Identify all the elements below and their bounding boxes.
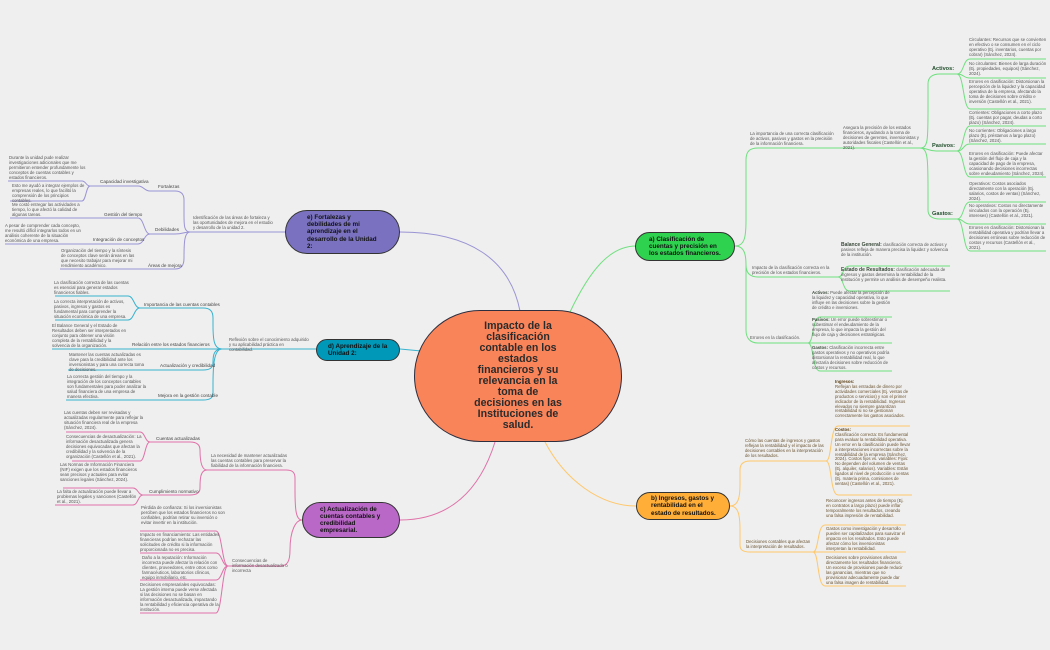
- a-errores-item[interactable]: Gastos: Clasificación incorrecta entre g…: [812, 345, 894, 371]
- item-text: clasificación correcta de activos y pasi…: [841, 242, 949, 257]
- c-cumplimiento-item[interactable]: Las Normas de Información Financiera (NI…: [60, 462, 137, 482]
- d-mejora-label[interactable]: Mejora en la gestión contable: [158, 393, 219, 398]
- a-pasivos-item[interactable]: Corrientes: Obligaciones a corto plazo (…: [969, 110, 1042, 125]
- e-capacidad-item[interactable]: Durante la unidad pude realizar investig…: [9, 155, 86, 180]
- branch-c-connectors: [55, 431, 496, 614]
- d-relacion-label[interactable]: Relación entre los estados financieros: [132, 342, 210, 347]
- b-decisiones-label[interactable]: Decisiones contables que afectan la inte…: [746, 539, 811, 549]
- branch-e-connectors: [5, 180, 521, 312]
- d-actualizacion-label[interactable]: Actualización y credibilidad: [160, 363, 216, 368]
- item-label: Ingresos:: [835, 379, 855, 384]
- branch-b-connectors: [544, 425, 912, 587]
- c-consecuencias-label[interactable]: Consecuencias de información desactualiz…: [232, 558, 288, 573]
- c-consecuencias-item[interactable]: Impacto en financiamiento: Las entidades…: [140, 532, 220, 552]
- e-gestion-text[interactable]: Me costó entregar las actividades a tiem…: [12, 202, 80, 217]
- topic-b-title: b) Ingresos, gastos y rentabilidad en el…: [651, 495, 716, 517]
- c-cuentas-item[interactable]: Las cuentas deben ser revisadas y actual…: [64, 410, 144, 430]
- e-capacidad-label[interactable]: Capacidad investigativa: [100, 179, 149, 184]
- a-errores-label[interactable]: Errores en la clasificación.: [750, 335, 801, 340]
- c-consecuencias-item[interactable]: Pérdida de confianza: Si los inversionis…: [141, 505, 225, 525]
- item-text: Clasificación correcta: Es fundamental p…: [835, 431, 911, 486]
- a-gastos-item[interactable]: Errores en clasificación: Distorsionan l…: [969, 225, 1046, 250]
- d-importancia-item[interactable]: La correcta interpretación de activos, p…: [54, 299, 127, 319]
- item-text: Reflejan las entradas de dinero por acti…: [835, 383, 909, 419]
- d-importancia-label[interactable]: Importancia de las cuentas contables: [144, 302, 220, 307]
- a-errores-item[interactable]: Activos: Puede afectar la percepción de …: [812, 290, 894, 311]
- item-label: Activos:: [812, 290, 829, 295]
- item-text: Puede afectar la percepción de la liquid…: [812, 290, 891, 310]
- item-label: Estado de Resultados:: [841, 267, 895, 273]
- b-como-label[interactable]: Cómo las cuentas de ingresos y gastos re…: [745, 438, 824, 458]
- d-mejora-item[interactable]: La correcta gestión del tiempo y la inte…: [67, 374, 147, 399]
- b-decisiones-item[interactable]: Decisiones sobre provisiones afectan dir…: [826, 555, 903, 585]
- c-consecuencias-item[interactable]: Decisiones empresariales equivocadas: La…: [140, 582, 219, 612]
- a-activos-item[interactable]: Errores en clasificación: Distorsionan l…: [969, 79, 1045, 104]
- central-topic[interactable]: Impacto de la clasificación contable en …: [414, 310, 622, 442]
- e-integracion-text[interactable]: A pesar de comprender cada concepto, me …: [5, 223, 81, 243]
- c-cumplimiento-item[interactable]: La falta de actualización puede llevar a…: [57, 489, 137, 504]
- b-decisiones-item[interactable]: Gastos como investigación y desarrollo p…: [826, 526, 906, 551]
- c-cuentas-item[interactable]: Consecuencias de desactualización: La in…: [66, 434, 142, 459]
- e-areas-text[interactable]: Organización del tiempo y la síntesis de…: [61, 248, 135, 268]
- c-consecuencias-item[interactable]: Daño a la reputación: Información incorr…: [142, 555, 218, 580]
- a-gastos-label[interactable]: Gastos:: [932, 211, 953, 217]
- e-areas-label[interactable]: Áreas de mejora: [148, 263, 182, 268]
- item-label: Pasivos:: [812, 317, 830, 322]
- branch-a-connectors: [569, 58, 1046, 372]
- a-errores-item[interactable]: Pasivos: Un error puede sobrestimar o su…: [812, 317, 894, 338]
- e-debilidades-label[interactable]: Debilidades: [155, 227, 180, 232]
- a-asegura[interactable]: Asegura la precisión de los estados fina…: [843, 125, 919, 150]
- a-pasivos-label[interactable]: Pasivos:: [932, 143, 956, 149]
- a-gastos-item[interactable]: No operativos: Costos no directamente vi…: [969, 203, 1044, 218]
- a-pasivos-item[interactable]: No corrientes: Obligaciones a largo plaz…: [969, 128, 1037, 143]
- a-impacto-item[interactable]: Balance General: clasificación correcta …: [841, 242, 949, 258]
- item-text: Un error puede sobrestimar o subestimar …: [812, 317, 888, 337]
- d-importancia-item[interactable]: La clasificación correcta de las cuentas…: [54, 280, 129, 295]
- topic-d-title: d) Aprendizaje de la Unidad 2:: [328, 342, 388, 357]
- a-importancia[interactable]: La importancia de una correcta clasifica…: [750, 131, 834, 146]
- item-label: Balance General:: [841, 242, 882, 248]
- item-label: Gastos:: [812, 345, 828, 350]
- c-cuentas-label[interactable]: Cuentas actualizadas: [156, 436, 200, 441]
- e-capacidad-item[interactable]: Esto me ayudó a integrar ejemplos de emp…: [12, 183, 85, 203]
- e-integracion-label[interactable]: Integración de conceptos: [93, 237, 145, 242]
- a-activos-label[interactable]: Activos:: [932, 66, 955, 72]
- item-text: clasificación adecuada de ingresos y gas…: [841, 267, 947, 282]
- item-label: Costos:: [835, 427, 851, 432]
- a-activos-item[interactable]: Circulantes: Recursos que se convierten …: [969, 37, 1047, 57]
- c-necesidad[interactable]: La necesidad de mantener actualizadas la…: [211, 453, 287, 468]
- b-ingresos[interactable]: Ingresos:Reflejan las entradas de dinero…: [835, 379, 911, 419]
- e-gestion-label[interactable]: Gestión del tiempo: [104, 212, 143, 217]
- topic-b[interactable]: b) Ingresos, gastos y rentabilidad en el…: [636, 492, 730, 520]
- topic-a-title: a) Clasificación de cuentas y precisión …: [649, 235, 721, 258]
- topic-c[interactable]: c) Actualización de cuentas contables y …: [302, 502, 400, 538]
- b-costos[interactable]: Costos:Clasificación correcta: Es fundam…: [835, 427, 912, 487]
- e-identificacion[interactable]: Identificación de las áreas de fortaleza…: [193, 215, 273, 230]
- branch-d-connectors: [52, 295, 433, 401]
- topic-c-title: c) Actualización de cuentas contables y …: [320, 505, 381, 535]
- topic-d[interactable]: d) Aprendizaje de la Unidad 2:: [316, 339, 400, 361]
- a-pasivos-item[interactable]: Errores en clasificación: Puede afectar …: [969, 151, 1045, 176]
- d-relacion-item[interactable]: El Balance General y el Estado de Result…: [52, 323, 127, 348]
- topic-a[interactable]: a) Clasificación de cuentas y precisión …: [635, 232, 735, 261]
- a-impacto-label[interactable]: Impacto de la clasificación correcta en …: [752, 265, 830, 275]
- item-text: Clasificación incorrecta entre gastos op…: [812, 345, 890, 370]
- d-reflexion[interactable]: Reflexión sobre el conocimiento adquirid…: [229, 337, 309, 352]
- e-fortalezas-label[interactable]: Fortalezas: [158, 184, 180, 189]
- central-topic-title: Impacto de la clasificación contable en …: [474, 320, 562, 431]
- topic-e[interactable]: e) Fortalezas y debilidades de mi aprend…: [285, 210, 400, 254]
- c-cumplimiento-label[interactable]: Cumplimiento normativo: [149, 489, 199, 494]
- a-activos-item[interactable]: No circulantes: Bienes de larga duración…: [969, 61, 1047, 76]
- d-actualizacion-item[interactable]: Mantener las cuentas actualizadas es cla…: [69, 352, 144, 372]
- topic-e-title: e) Fortalezas y debilidades de mi aprend…: [307, 213, 377, 250]
- a-impacto-item[interactable]: Estado de Resultados: clasificación adec…: [841, 267, 949, 283]
- b-decisiones-item[interactable]: Reconocer ingresos antes de tiempo (Ej. …: [826, 498, 904, 518]
- a-gastos-item[interactable]: Operativos: Costos asociados directament…: [969, 181, 1041, 201]
